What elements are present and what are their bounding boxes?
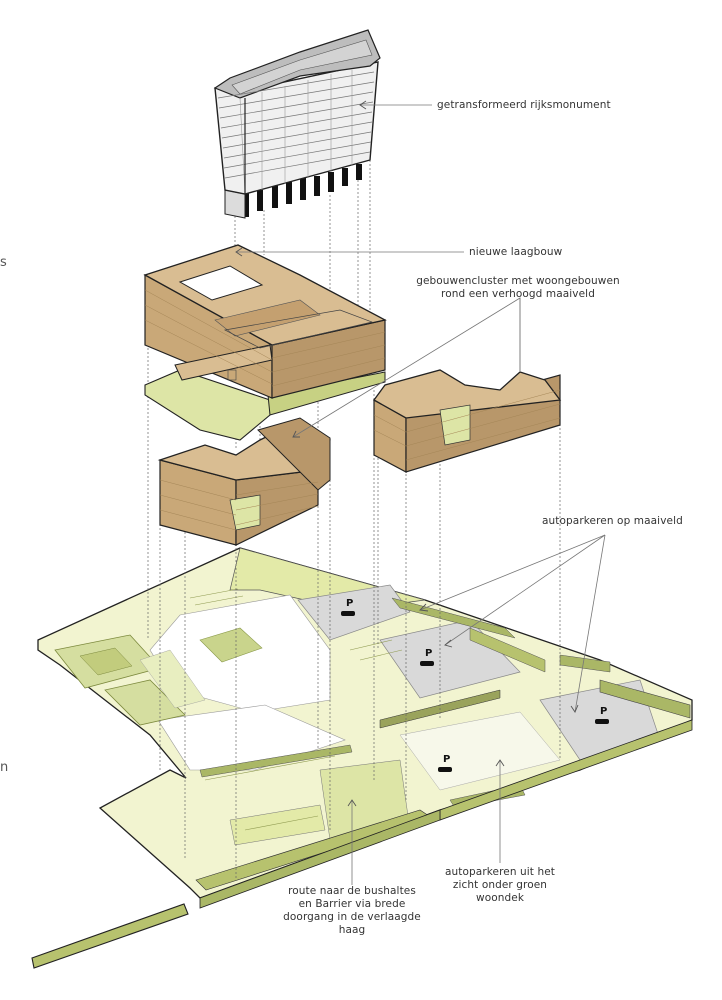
arrow-heads — [235, 100, 579, 807]
label-cluster-line2: rond een verhoogd maaiveld — [441, 288, 595, 300]
label-route-line2: en Barrier via brede — [298, 898, 406, 910]
label-laagbouw: nieuwe laagbouw — [469, 246, 563, 258]
parking-symbol-3: P — [600, 706, 607, 717]
label-parking-hidden: autoparkeren uit het zicht onder groen w… — [440, 866, 560, 905]
label-parking-hidden-line3: woondek — [476, 892, 524, 904]
label-parking-hidden-line2: zicht onder groen — [452, 879, 548, 891]
car-icon — [438, 767, 452, 772]
car-icon — [341, 611, 355, 616]
label-parking-surface: autoparkeren op maaiveld — [542, 515, 683, 527]
tower-rijksmonument — [213, 29, 381, 219]
housing-cluster-right — [373, 369, 562, 473]
hedge-wall — [31, 903, 189, 969]
car-icon — [420, 661, 434, 666]
label-route: route naar de bushaltes en Barrier via b… — [282, 885, 422, 937]
label-cluster: gebouwencluster met woongebouwen rond ee… — [408, 275, 628, 301]
parking-symbol-4: P — [443, 754, 450, 765]
housing-cluster-left — [157, 417, 331, 546]
label-monument: getransformeerd rijksmonument — [437, 99, 611, 111]
parking-symbol-1: P — [346, 598, 353, 609]
parking-symbol-2: P — [425, 648, 432, 659]
label-route-line4: haag — [338, 924, 366, 936]
edge-fragment-bottom: n — [0, 760, 9, 775]
car-icons — [341, 611, 609, 772]
label-parking-hidden-line1: autoparkeren uit het — [444, 866, 555, 878]
leader-lines — [236, 104, 606, 885]
laagbouw-block — [143, 244, 387, 441]
car-icon — [595, 719, 609, 724]
label-cluster-line1: gebouwencluster met woongebouwen — [416, 275, 620, 287]
parking-markers: P P P P — [341, 598, 609, 772]
label-route-line3: doorgang in de verlaagde — [283, 911, 421, 923]
label-route-line1: route naar de bushaltes — [288, 885, 416, 897]
edge-fragment-top: s — [0, 255, 7, 270]
